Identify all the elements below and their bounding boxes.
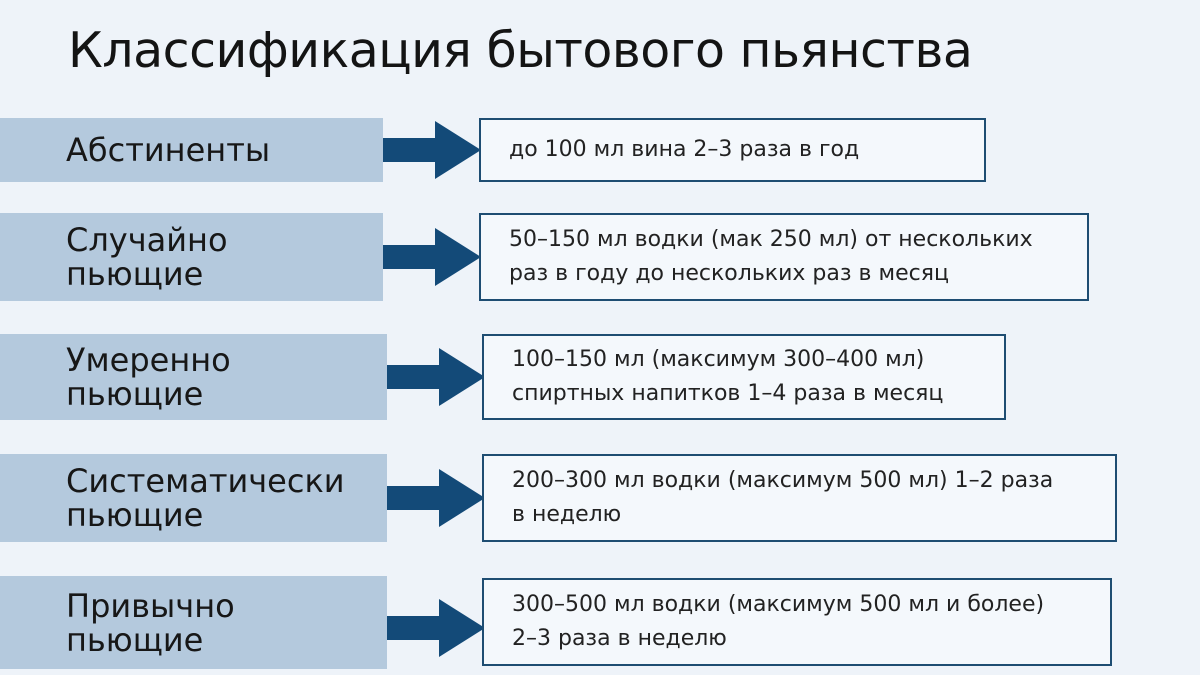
description-box: 100–150 мл (максимум 300–400 мл) спиртны…: [482, 334, 1006, 420]
description-line: спиртных напитков 1–4 раза в месяц: [512, 381, 944, 406]
category-label-line: пьющие: [66, 620, 204, 659]
description-line: до 100 мл вина 2–3 раза в год: [509, 137, 860, 162]
category-label-line: пьющие: [66, 375, 204, 413]
row-habitual-drinkers: Привычно пьющие 300–500 мл водки (максим…: [0, 576, 1200, 669]
description-box: 200–300 мл водки (максимум 500 мл) 1–2 р…: [482, 454, 1117, 542]
category-label-line: пьющие: [66, 255, 204, 293]
description-line: 200–300 мл водки (максимум 500 мл) 1–2 р…: [512, 468, 1054, 493]
description-line: 2–3 раза в неделю: [512, 626, 727, 651]
right-arrow-icon: [387, 599, 485, 657]
row-moderate-drinkers: Умеренно пьющие 100–150 мл (максимум 300…: [0, 334, 1200, 420]
row-systematic-drinkers: Систематически пьющие 200–300 мл водки (…: [0, 454, 1200, 542]
category-label: Случайно пьющие: [0, 213, 383, 301]
row-abstinents: Абстиненты до 100 мл вина 2–3 раза в год: [0, 118, 1200, 182]
right-arrow-icon: [383, 228, 481, 286]
description-box: до 100 мл вина 2–3 раза в год: [479, 118, 986, 182]
category-label: Абстиненты: [0, 118, 383, 182]
row-occasional-drinkers: Случайно пьющие 50–150 мл водки (мак 250…: [0, 213, 1200, 301]
right-arrow-icon: [383, 121, 481, 179]
category-label: Привычно пьющие: [0, 576, 387, 669]
description-box: 300–500 мл водки (максимум 500 мл и боле…: [482, 578, 1112, 666]
category-label-line: Систематически: [66, 462, 345, 500]
description-line: раз в году до нескольких раз в месяц: [509, 261, 949, 286]
category-label-line: Абстиненты: [66, 131, 271, 169]
category-label: Систематически пьющие: [0, 454, 387, 542]
description-box: 50–150 мл водки (мак 250 мл) от нескольк…: [479, 213, 1089, 301]
page-title: Классификация бытового пьянства: [68, 22, 973, 79]
description-line: 50–150 мл водки (мак 250 мл) от нескольк…: [509, 227, 1033, 252]
category-label-line: Привычно: [66, 586, 235, 625]
category-label-line: пьющие: [66, 496, 204, 534]
category-label: Умеренно пьющие: [0, 334, 387, 420]
right-arrow-icon: [387, 469, 485, 527]
description-line: в неделю: [512, 502, 622, 527]
description-line: 100–150 мл (максимум 300–400 мл): [512, 347, 925, 372]
right-arrow-icon: [387, 348, 485, 406]
category-label-line: Умеренно: [66, 341, 231, 379]
description-line: 300–500 мл водки (максимум 500 мл и боле…: [512, 592, 1045, 617]
category-label-line: Случайно: [66, 221, 228, 259]
